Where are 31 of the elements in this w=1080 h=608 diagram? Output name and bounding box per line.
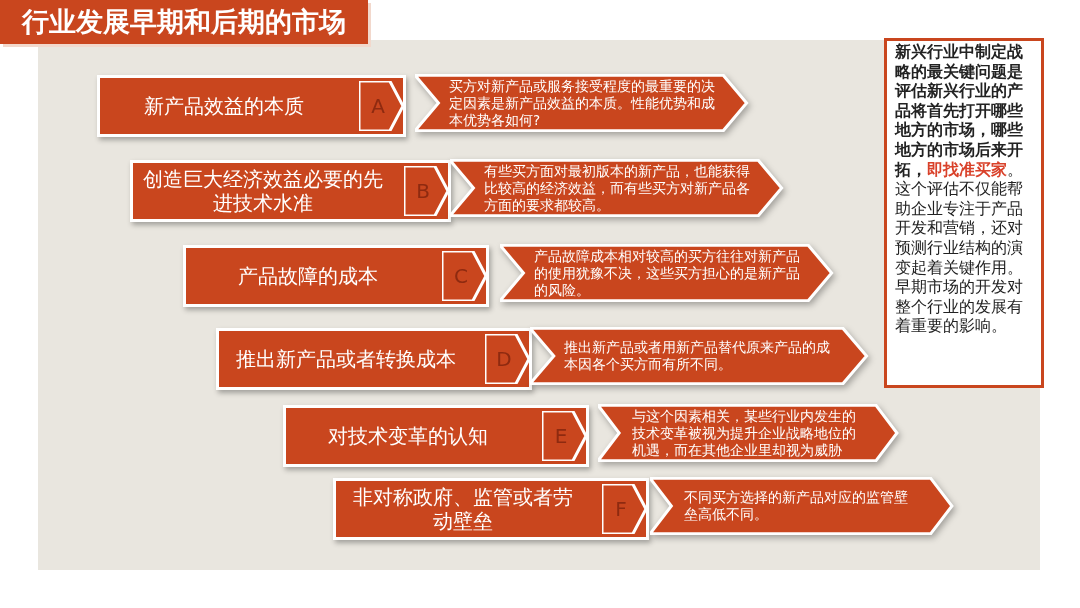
description-text: 不同买方选择的新产品对应的监管壁垒高低不同。 — [684, 488, 909, 524]
factor-text: 产品故障的成本 — [237, 263, 379, 290]
description-text: 与这个因素相关，某些行业内发生的技术变革被视为提升企业战略地位的机遇，而在其他企业里却视为威胁 — [632, 406, 857, 460]
letter-tab: B — [404, 166, 448, 216]
factor-box — [216, 328, 532, 390]
factor-text: 新产品效益的本质 — [142, 93, 305, 120]
description-panel — [500, 244, 835, 302]
title-banner: 行业发展早期和后期的市场 — [0, 0, 368, 44]
description-panel — [450, 159, 785, 217]
factor-text: 对技术变革的认知 — [327, 423, 489, 450]
letter-tab: D — [485, 334, 529, 384]
letter-tab: F — [602, 484, 646, 534]
note-paragraph: 新兴行业中制定战略的最关键问题是评估新兴行业的产品将首先打开哪些地方的市场，哪些地方的市场后来开拓，即找准买家。这个评估不仅能帮助企业专注于产品开发和营销，还对预测行业结构的演变起着关键作用。早期市场的开发对整个行业的发展有着重要的影响。 — [884, 38, 1044, 388]
description-text: 买方对新产品或服务接受程度的最重要的决定因素是新产品效益的本质。性能优势和成本优势各如何? — [449, 76, 716, 130]
factor-box — [333, 478, 649, 540]
letter-tab: E — [542, 411, 586, 461]
factor-box — [283, 405, 589, 467]
description-panel — [650, 477, 955, 535]
factor-box — [183, 245, 489, 307]
description-text: 产品故障成本相对较高的买方往往对新产品的使用犹豫不决，这些买方担心的是新产品的风险。 — [534, 246, 801, 300]
description-text: 推出新产品或者用新产品替代原来产品的成本因各个买方而有所不同。 — [564, 338, 831, 374]
description-panel — [598, 404, 900, 462]
factor-text: 非对称政府、监管或者劳动壁垒 — [352, 484, 574, 535]
description-text: 有些买方面对最初版本的新产品，也能获得比较高的经济效益，而有些买方对新产品各方面的要求都较高。 — [484, 161, 751, 215]
description-panel — [415, 74, 750, 132]
factor-text: 推出新产品或者转换成本 — [235, 346, 457, 373]
letter-tab: C — [442, 251, 486, 301]
factor-text: 创造巨大经济效益必要的先进技术水准 — [141, 166, 384, 217]
factor-box — [97, 75, 406, 137]
letter-tab: A — [359, 81, 403, 131]
factor-box — [130, 160, 451, 222]
